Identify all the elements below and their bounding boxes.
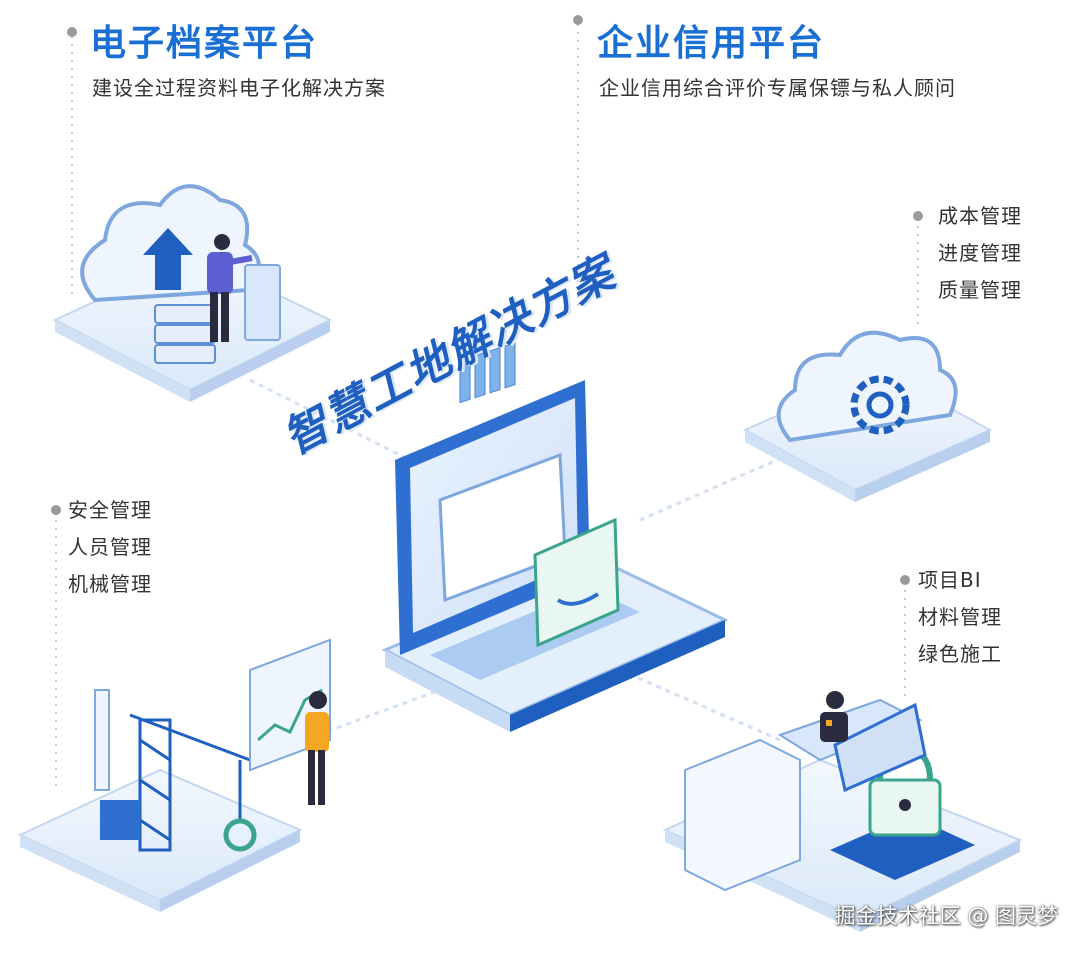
list-item: 安全管理: [68, 498, 152, 522]
top-right-title: 企业信用平台: [597, 23, 826, 64]
right-lower-list: 项目BI 材料管理 绿色施工: [918, 562, 1002, 673]
right-upper-list: 成本管理 进度管理 质量管理: [938, 198, 1022, 309]
watermark: 掘金技术社区 @ 图灵梦: [834, 904, 1058, 928]
connector-lines: [249, 378, 801, 747]
guide-dotted-lines: [55, 24, 919, 790]
cloud-upload-icon: [52, 184, 333, 402]
list-item: 项目BI: [918, 568, 982, 592]
top-left-title: 电子档案平台: [90, 23, 319, 64]
top-right-subtitle: 企业信用综合评价专属保镖与私人顾问: [599, 76, 956, 100]
crane-icon: [17, 689, 303, 912]
laptop-file-drawer-icon: [381, 342, 729, 732]
list-item: 进度管理: [938, 241, 1022, 265]
left-lower-list: 安全管理 人员管理 机械管理: [68, 492, 152, 603]
list-item: 质量管理: [938, 278, 1022, 302]
list-item: 成本管理: [938, 204, 1022, 228]
cloud-gear-icon: [742, 330, 993, 502]
chart-board-icon: [249, 638, 331, 805]
top-left-subtitle: 建设全过程资料电子化解决方案: [92, 76, 386, 100]
list-item: 材料管理: [918, 605, 1002, 629]
guide-dots: [51, 15, 923, 585]
list-item: 人员管理: [68, 535, 152, 559]
list-item: 机械管理: [68, 572, 152, 596]
list-item: 绿色施工: [918, 642, 1002, 666]
padlock-icon: [662, 691, 1023, 932]
